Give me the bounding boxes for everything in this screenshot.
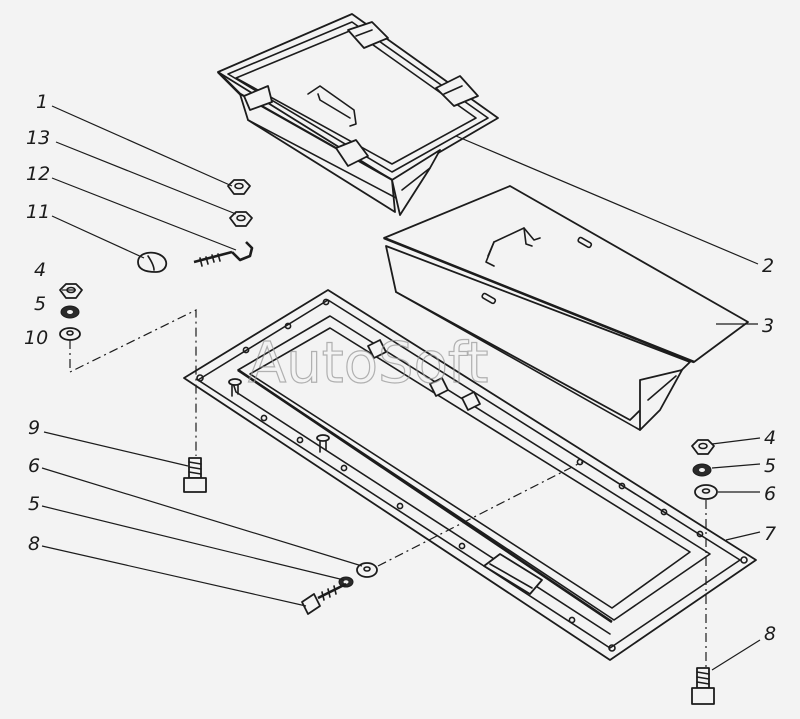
callout-4-right: 4 [764,427,776,449]
assembly-axes [69,309,707,668]
bolt-part-9 [183,457,207,493]
nut-part-13 [229,211,253,227]
nut-part-4-right [691,439,715,455]
callout-8-left: 8 [28,533,40,555]
frame-holes [196,298,748,652]
part-2-lid-frame [217,13,499,216]
bolt-part-8-bottom-right [691,667,715,705]
washer-part-10 [59,327,81,341]
callout-5-bottom: 5 [28,493,40,515]
callout-8-right: 8 [764,623,776,645]
callout-5-left: 5 [34,293,46,315]
callout-9: 9 [28,417,40,439]
callout-2: 2 [762,255,774,277]
callout-12: 12 [26,163,50,185]
leader-lines [41,105,761,671]
washer-part-5-right [692,463,712,477]
part-7-base-frame [183,289,757,661]
washer-part-6-bottom [356,562,378,578]
washer-part-5-left [60,305,80,319]
bolt-part-8-bottom-left [301,582,347,615]
callout-5-right: 5 [764,455,776,477]
callout-6-left: 6 [28,455,40,477]
callout-3: 3 [762,315,774,337]
nut-part-1 [227,179,251,195]
callout-10: 10 [24,327,48,349]
washer-part-6-right [694,484,718,500]
callout-6-right: 6 [764,483,776,505]
callout-13: 13 [26,127,50,149]
cap-part-11 [137,251,168,273]
callout-1: 1 [36,91,48,113]
callout-labels: 1 13 12 11 4 5 10 9 6 5 8 2 3 4 5 6 7 8 [24,91,776,645]
hook-bolt-part-12 [193,241,254,267]
part-3-lid-panel [383,185,749,431]
nut-part-4-left [59,283,83,299]
watermark: AutoSoft [248,331,489,396]
callout-7: 7 [764,523,776,545]
callout-4-left: 4 [34,259,46,281]
callout-11: 11 [26,201,50,223]
